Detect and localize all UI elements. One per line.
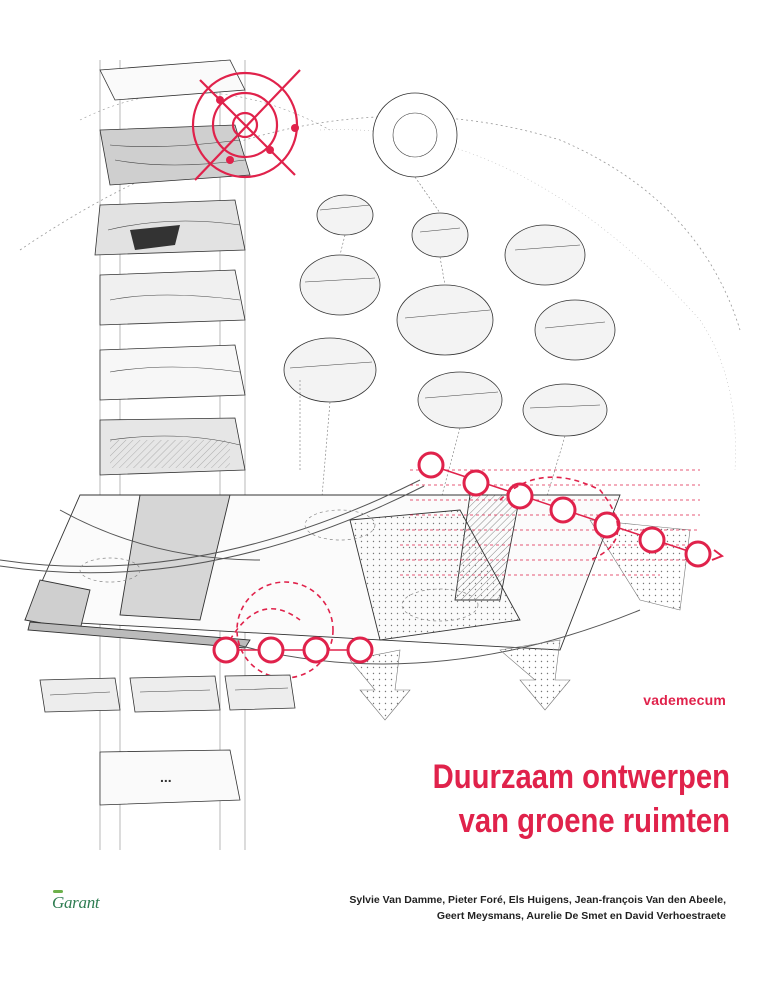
- authors-line-2: Geert Meysmans, Aurelie De Smet en David…: [436, 910, 726, 922]
- ellipsis-label: ...: [160, 769, 172, 785]
- guide-arc: [19, 115, 741, 331]
- authors-line-1: Sylvie Van Damme, Pieter Foré, Els Huige…: [349, 894, 726, 906]
- cover-illustration: ...: [0, 59, 741, 850]
- map-layer-shadow: [130, 225, 180, 250]
- red-arrowhead: [711, 549, 725, 561]
- title-line-1: Duurzaam ontwerpen: [432, 758, 730, 796]
- red-node-chain: [212, 636, 374, 664]
- ground-plane: [24, 494, 621, 651]
- author-list: Sylvie Van Damme, Pieter Foré, Els Huige…: [206, 892, 726, 924]
- map-layer: [39, 674, 296, 806]
- target-node: [216, 96, 299, 164]
- dashed-contour: [79, 509, 479, 622]
- vignette-disc: [283, 92, 616, 437]
- map-layer-hatch: [110, 440, 230, 468]
- book-title: Duurzaam ontwerpen van groene ruimten: [369, 755, 730, 843]
- red-hatch: [400, 469, 700, 576]
- series-label: vademecum: [643, 692, 726, 708]
- map-layer-texture: [49, 687, 289, 696]
- title-line-2: van groene ruimten: [458, 802, 730, 840]
- red-dashed-loop: [499, 476, 619, 561]
- red-node-chain: [417, 451, 712, 568]
- publisher-logo: Garant: [52, 890, 100, 912]
- map-layer: [94, 59, 251, 476]
- vignette-detail: [289, 112, 606, 409]
